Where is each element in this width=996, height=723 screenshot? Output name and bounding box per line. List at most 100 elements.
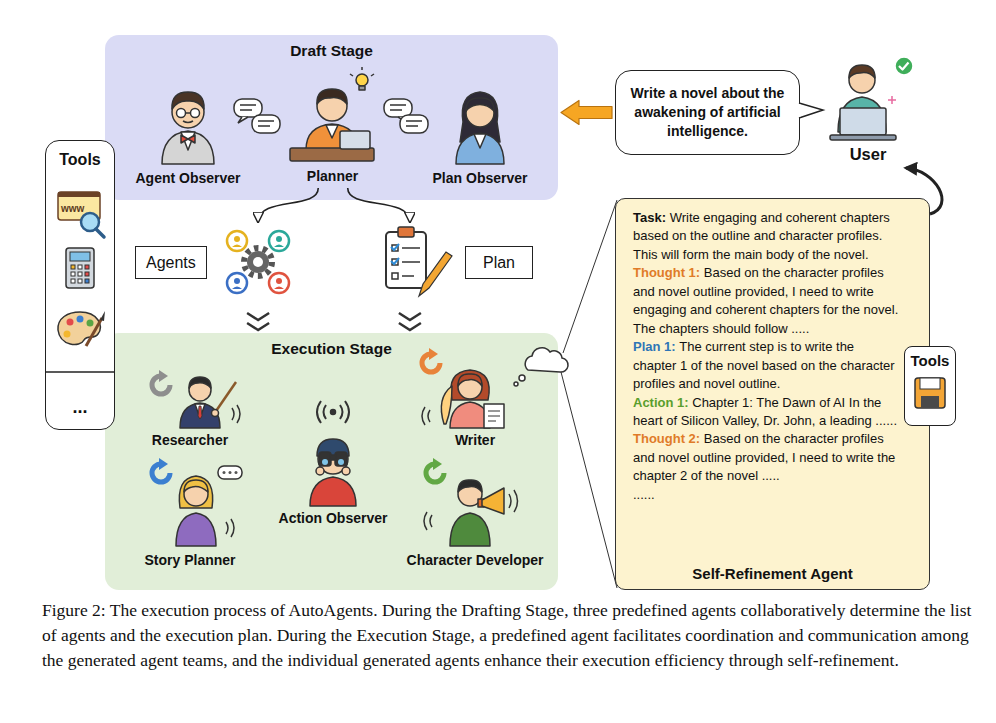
- output-group: Plan: [378, 222, 533, 302]
- tools-box: Tools: [904, 346, 956, 426]
- user-figure: [849, 65, 875, 78]
- clipboard-icon: [392, 245, 420, 279]
- agent-observer-figure: [181, 132, 195, 150]
- calculator-icon: [85, 265, 89, 269]
- action-observer-figure: [331, 410, 336, 415]
- prompt-text: Write a novel about the awakening of art…: [628, 84, 787, 141]
- chevron: [399, 323, 421, 330]
- calculator-icon: [71, 272, 75, 276]
- panel-title: Tools: [59, 150, 100, 169]
- user-figure: User: [822, 48, 914, 168]
- agent-observer-figure: [183, 113, 193, 123]
- agents-icon: [274, 287, 284, 290]
- calculator-icon: [66, 248, 94, 288]
- clipboard-icon: [402, 247, 420, 249]
- paragraph: Thought 2:Based on the character profile…: [633, 430, 899, 485]
- story-planner-figure: [179, 476, 212, 508]
- agents-icon: [244, 248, 272, 276]
- agent-figure: Character Developer: [395, 455, 555, 572]
- user-figure: [888, 96, 896, 104]
- writer-figure: [422, 348, 504, 428]
- chat-bubbles: [234, 99, 262, 117]
- agent-observer-figure: [177, 109, 186, 118]
- chevron: [247, 313, 269, 320]
- agent-observer-figure: [162, 131, 214, 164]
- agent-name: User: [850, 145, 887, 164]
- character-developer-figure: [450, 513, 490, 546]
- web-search-icon: [96, 229, 104, 237]
- planner-figure: [290, 67, 374, 161]
- agent-figure: Action Observer: [273, 398, 393, 530]
- action-observer-figure: [316, 467, 324, 475]
- user-figure: [895, 57, 913, 75]
- story-planner-figure: [235, 471, 238, 474]
- user-figure: [840, 108, 886, 135]
- chat-bubbles: [238, 117, 248, 123]
- action-observer-figure: [317, 401, 349, 423]
- story-planner-figure: [229, 471, 232, 474]
- agent-figure: Writer: [415, 345, 535, 452]
- user-figure: [830, 57, 913, 140]
- block-arrow: [561, 101, 612, 125]
- action-observer-figure: [318, 444, 348, 474]
- writer-figure: [458, 375, 482, 399]
- plan-observer-figure: [466, 99, 494, 127]
- researcher-figure: [198, 406, 202, 419]
- researcher-figure: [214, 382, 236, 414]
- panel-divider: [45, 372, 115, 373]
- callout-lines: [561, 200, 617, 588]
- thought-cloud: [525, 348, 568, 372]
- chat-bubbles: [390, 105, 422, 126]
- chat-bubbles: [252, 115, 280, 133]
- paragraph: Plan 1:The current step is to write the …: [633, 338, 899, 393]
- calculator-icon: [71, 279, 75, 283]
- agents-icon: [227, 231, 289, 293]
- paragraph: ......: [633, 486, 899, 504]
- calculator-icon: [78, 265, 82, 269]
- action-observer-figure: [310, 477, 356, 506]
- agent-name: Planner: [307, 168, 358, 184]
- speech-bubble: Write a novel about the awakening of art…: [615, 70, 800, 155]
- agent-figure: Researcher: [130, 368, 250, 452]
- agents-icon: [274, 245, 284, 248]
- chat-bubbles: [234, 99, 428, 133]
- agent-name: Plan Observer: [433, 170, 528, 186]
- chat-bubbles: [240, 105, 274, 126]
- web-search-icon: [58, 192, 100, 197]
- writer-figure: [451, 370, 489, 400]
- clipboard-icon: [419, 252, 452, 296]
- planner-figure: [356, 74, 368, 86]
- chevron: [247, 323, 269, 330]
- palette-icon: [87, 320, 94, 327]
- agents-icon: [234, 236, 240, 242]
- plan-observer-figure: [456, 133, 504, 164]
- bubble-tail: [798, 105, 801, 117]
- agent-observer-figure: [172, 92, 204, 109]
- web-search-icon: [58, 192, 104, 237]
- character-developer-figure: [478, 499, 484, 507]
- agents-icon: [269, 231, 289, 251]
- tools-panel: Tools...: [45, 140, 115, 430]
- action-observer-figure: [342, 467, 350, 475]
- writer-figure: [458, 374, 482, 386]
- output-label: Agents: [135, 246, 207, 279]
- planner-figure: [306, 124, 358, 150]
- agents-icon: [232, 287, 242, 290]
- story-planner-figure: [218, 466, 242, 479]
- save-icon: [915, 378, 945, 408]
- output-group: Agents: [133, 222, 298, 302]
- caption-anchor: Figure 2: The execution process of AutoA…: [42, 598, 972, 673]
- panel-divider: [45, 371, 115, 373]
- agent-figure: Story Planner: [130, 455, 250, 572]
- user-figure: [849, 67, 875, 93]
- agents-icon: [276, 278, 282, 284]
- clipboard-icon: [392, 273, 398, 279]
- researcher-figure: [195, 404, 205, 418]
- agent-figure: Agent Observer: [128, 85, 248, 190]
- stage-band: Draft StageAgent ObserverPlannerPlan Obs…: [105, 35, 558, 200]
- planner-figure: [350, 67, 374, 76]
- step-label: Action 1:: [633, 395, 689, 410]
- agents-icon: [227, 231, 247, 251]
- palette-icon: [64, 331, 71, 338]
- writer-figure: [484, 404, 504, 428]
